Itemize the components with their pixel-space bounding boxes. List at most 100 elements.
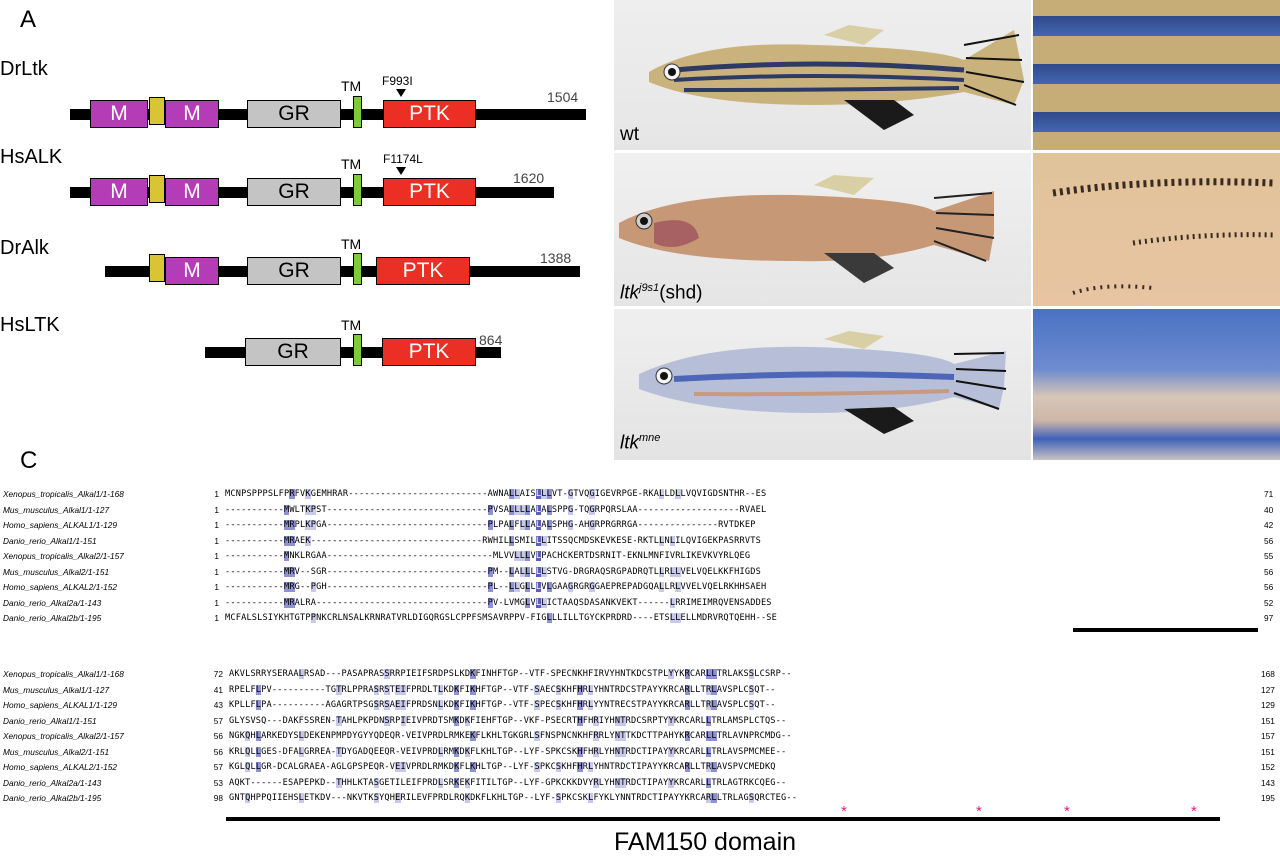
sequence: -----------MRPLKPGA---------------------…	[225, 520, 756, 530]
sequence: RPELFLPV----------TGTRLPPRASRSTEIFPRDLTL…	[229, 684, 776, 695]
ptk-domain: PTK	[383, 178, 476, 206]
species-label: Xenopus_tropicalis_Alkal1/1-168	[3, 489, 124, 499]
sequence: -----------MRAEK------------------------…	[225, 535, 761, 546]
sequence-start: 1	[214, 520, 219, 530]
species-label: Mus_musculus_Alkal1/1-127	[3, 504, 110, 515]
fish-photo-shd	[614, 153, 1031, 306]
fish-allele: mne	[639, 432, 661, 444]
fish-illustration-shd	[619, 175, 995, 283]
species-label: Danio_rerio_Alkal2a/1-143	[3, 597, 102, 608]
protein-name-hsltk: HsLTK	[0, 314, 60, 336]
ptk-domain: PTK	[382, 338, 476, 366]
sequence: -----------MWLTKPST---------------------…	[225, 504, 767, 515]
sequence-end: 56	[1264, 582, 1274, 592]
sequence: KPLLFLPA----------AGAGRTPSGSRSAEIFPRDSNL…	[229, 700, 776, 710]
sequence-end: 195	[1261, 793, 1275, 803]
sequence: -----------MNKLRGAA---------------------…	[225, 551, 751, 561]
sequence: MCNPSPPPSLFPRFVKGEMHRAR-----------------…	[225, 489, 767, 499]
tm-label: TM	[341, 156, 362, 172]
sequence: AQKT------ESAPEPKD--THHLKTASGETILEIFPRDL…	[229, 777, 787, 788]
fam150-domain-label: FAM150 domain	[614, 828, 797, 856]
species-label: Homo_sapiens_ALKAL2/1-152	[3, 762, 117, 772]
sequence-end: 52	[1264, 597, 1274, 608]
sequence-start: 57	[213, 715, 223, 726]
mam-domain-2: M	[165, 178, 219, 206]
species-label: Xenopus_tropicalis_Alkal2/1-157	[3, 731, 124, 741]
ldl-domain	[149, 175, 165, 203]
gr-domain: GR	[247, 257, 341, 285]
species-label: Danio_rerio_Alkal2b/1-195	[3, 793, 102, 803]
sequence-end: 56	[1264, 566, 1274, 577]
sequence-start: 1	[214, 597, 219, 608]
sequence-start: 1	[214, 489, 219, 499]
sequence-end: 97	[1264, 613, 1274, 623]
sequence: -----------MRALRA-----------------------…	[225, 597, 772, 608]
sequence-end: 127	[1261, 684, 1275, 695]
sequence-end: 151	[1261, 746, 1275, 757]
species-label: Mus_musculus_Alkal2/1-151	[3, 566, 110, 577]
alignment-row: Danio_rerio_Alkal2b/1-195 1 MCFALSLSIYKHTG…	[3, 612, 1278, 624]
species-label: Danio_rerio_Alkal1/1-151	[3, 715, 97, 726]
protein-name-drltk: DrLtk	[0, 58, 48, 80]
mutation-marker	[396, 167, 406, 175]
sequence-end: 168	[1261, 669, 1275, 679]
species-label: Danio_rerio_Alkal2b/1-195	[3, 613, 102, 623]
fish-gene-name: ltk	[620, 282, 639, 304]
fish-strain: (shd)	[659, 282, 703, 304]
tm-label: TM	[341, 236, 362, 252]
species-label: Homo_sapiens_ALKAL1/1-129	[3, 700, 117, 710]
species-label: Danio_rerio_Alkal2a/1-143	[3, 777, 102, 788]
tm-label: TM	[341, 78, 362, 94]
alignment-row: Mus_musculus_Alkal2/1-151 1 -----------MRV…	[3, 566, 1278, 578]
mutation-marker	[396, 89, 406, 97]
sequence-start: 56	[213, 746, 223, 757]
sequence: AKVLSRRYSERAALRSAD---PASAPRASSRRPIEIFSRD…	[229, 669, 792, 679]
sequence-start: 98	[213, 793, 223, 803]
alignment-row: Xenopus_tropicalis_Alkal1/1-168 1 MCNPSPPP…	[3, 488, 1278, 500]
tm-domain	[353, 253, 362, 285]
sequence: KRLQLLGES-DFALGRREA-TDYGADQEEQR-VEIVPRDL…	[229, 746, 787, 757]
protein-length: 1388	[540, 250, 572, 266]
sequence: KGLQLLGR-DCALGRAEA-AGLGPSPEQR-VEIVPRDLRM…	[229, 762, 776, 772]
fish-label-wt: wt	[620, 124, 639, 145]
species-label: Mus_musculus_Alkal2/1-151	[3, 746, 110, 757]
tm-domain	[353, 96, 362, 128]
panel-a-letter: A	[20, 6, 37, 33]
tm-label: TM	[341, 317, 362, 333]
species-label: Danio_rerio_Alkal1/1-151	[3, 535, 97, 546]
sequence: MCFALSLSIYKHTGTPPNKCRLNSALKRNRATVRLDIGQR…	[225, 613, 778, 623]
ptk-domain: PTK	[383, 100, 476, 128]
gr-domain: GR	[247, 100, 341, 128]
sequence-end: 42	[1264, 520, 1274, 530]
mam-domain-2: M	[165, 100, 219, 128]
gr-domain: GR	[247, 178, 341, 206]
sequence-start: 1	[214, 504, 219, 515]
fish-photo-wt	[614, 0, 1031, 150]
sequence-start: 1	[214, 566, 219, 577]
mam-domain-1: M	[90, 178, 148, 206]
sequence: -----------MRV--SGR---------------------…	[225, 566, 761, 577]
conserved-cysteine-marker: *	[976, 803, 982, 820]
fish-gene-name: ltk	[620, 432, 639, 454]
species-label: Xenopus_tropicalis_Alkal2/1-157	[3, 551, 124, 561]
skin-closeup-wt	[1033, 0, 1280, 150]
sequence-start: 43	[213, 700, 223, 710]
fish-photo-mne	[614, 309, 1031, 460]
protein-name-dralk: DrAlk	[0, 237, 49, 259]
sequence: -----------MRG--PGH---------------------…	[225, 582, 767, 592]
alignment-row: Danio_rerio_Alkal1/1-151 57 GLYSVSQ---DAKF…	[3, 715, 1278, 727]
sequence-start: 1	[214, 613, 219, 623]
fish-label-shd: ltkj9s1(shd)	[620, 282, 702, 304]
ldl-domain	[149, 97, 165, 125]
conserved-cysteine-marker: *	[1064, 803, 1070, 820]
fish-illustration-wt	[649, 25, 1025, 130]
sequence: GLYSVSQ---DAKFSSREN-TAHLPKPDNSRPIEIVPRDT…	[229, 715, 787, 726]
